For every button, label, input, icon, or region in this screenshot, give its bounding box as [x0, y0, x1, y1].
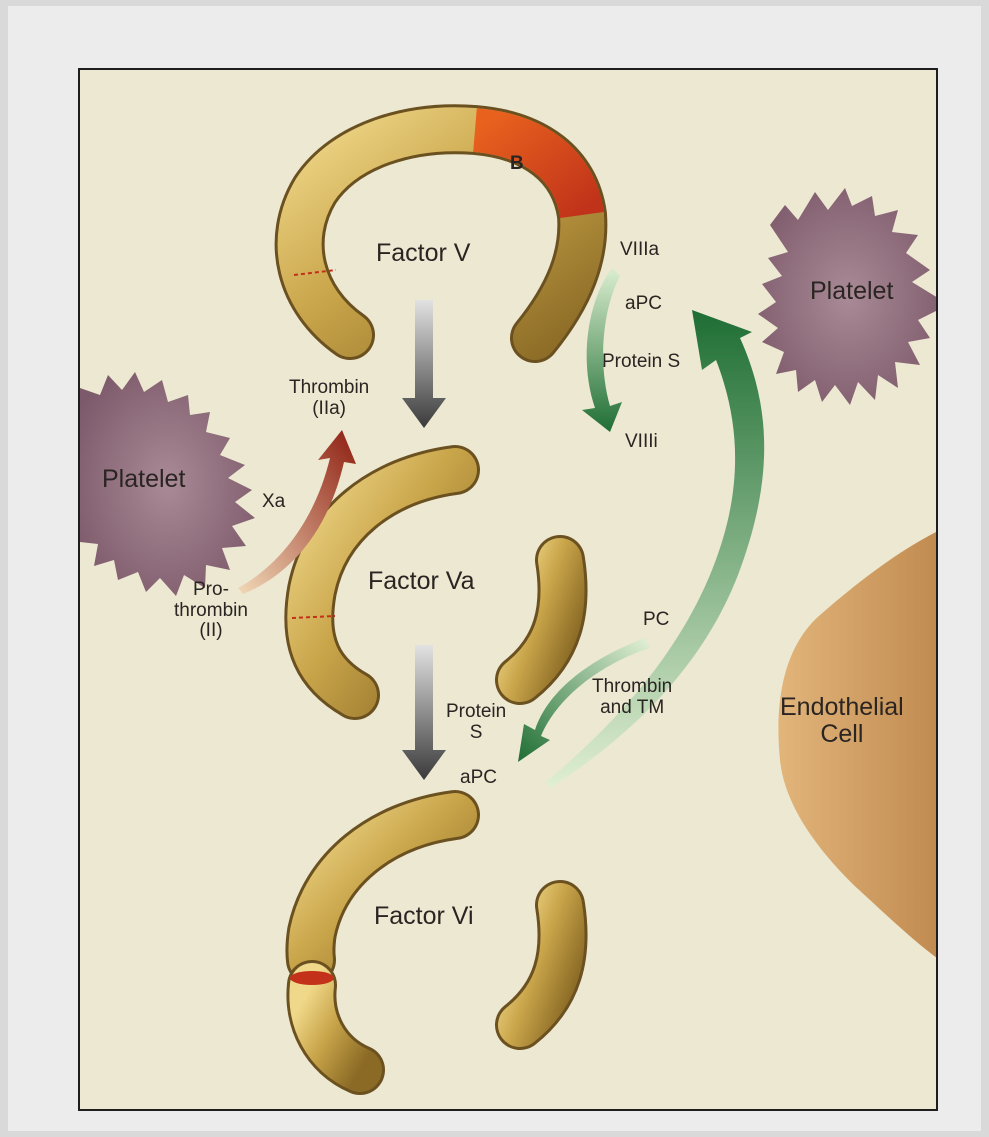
- factor-va-label: Factor Va: [368, 567, 475, 595]
- thrombin-tm-label: Thrombin and TM: [592, 676, 673, 718]
- arrow-thrombin-tm-to-apc: [546, 310, 765, 788]
- endothelial-cell-shape: [778, 532, 936, 958]
- platelet-right-label: Platelet: [810, 277, 894, 305]
- b-domain-label: B: [510, 153, 524, 174]
- arrow-va-to-vi: [402, 645, 446, 780]
- factor-vi-cleavage: [290, 971, 334, 985]
- factor-v-b-domain: [472, 108, 604, 220]
- factor-vi-label: Factor Vi: [374, 902, 474, 930]
- protein-s-mid-label: Protein S: [446, 701, 507, 743]
- arrow-v-to-va: [402, 300, 446, 428]
- apc-bottom-label: aPC: [460, 767, 497, 788]
- apc-top-label: aPC: [625, 293, 662, 314]
- arrow-prothrombin-to-thrombin: [238, 430, 356, 594]
- protein-s-right-label: Protein S: [602, 351, 681, 372]
- diagram-graphics: [80, 104, 936, 1095]
- prothrombin-label: Pro- thrombin (II): [174, 579, 248, 642]
- factor-v-label: Factor V: [376, 239, 471, 267]
- platelet-left-label: Platelet: [102, 465, 186, 493]
- platelet-left-shape: [80, 372, 255, 596]
- figure-card: Factor V B Factor Va Factor Vi Platelet …: [8, 6, 981, 1131]
- pc-label: PC: [643, 609, 670, 630]
- endothelial-cell-label: Endothelial Cell: [780, 693, 904, 748]
- arrow-pc-to-apc: [518, 638, 650, 762]
- coagulation-diagram: Factor V B Factor Va Factor Vi Platelet …: [78, 68, 938, 1111]
- platelet-right-shape: [758, 188, 936, 405]
- thrombin-iia-label: Thrombin (IIa): [289, 377, 370, 419]
- xa-label: Xa: [262, 491, 286, 512]
- viiii-label: VIIIi: [625, 431, 658, 452]
- viiia-label: VIIIa: [620, 239, 660, 260]
- arrow-viiia-to-viiii: [582, 268, 622, 432]
